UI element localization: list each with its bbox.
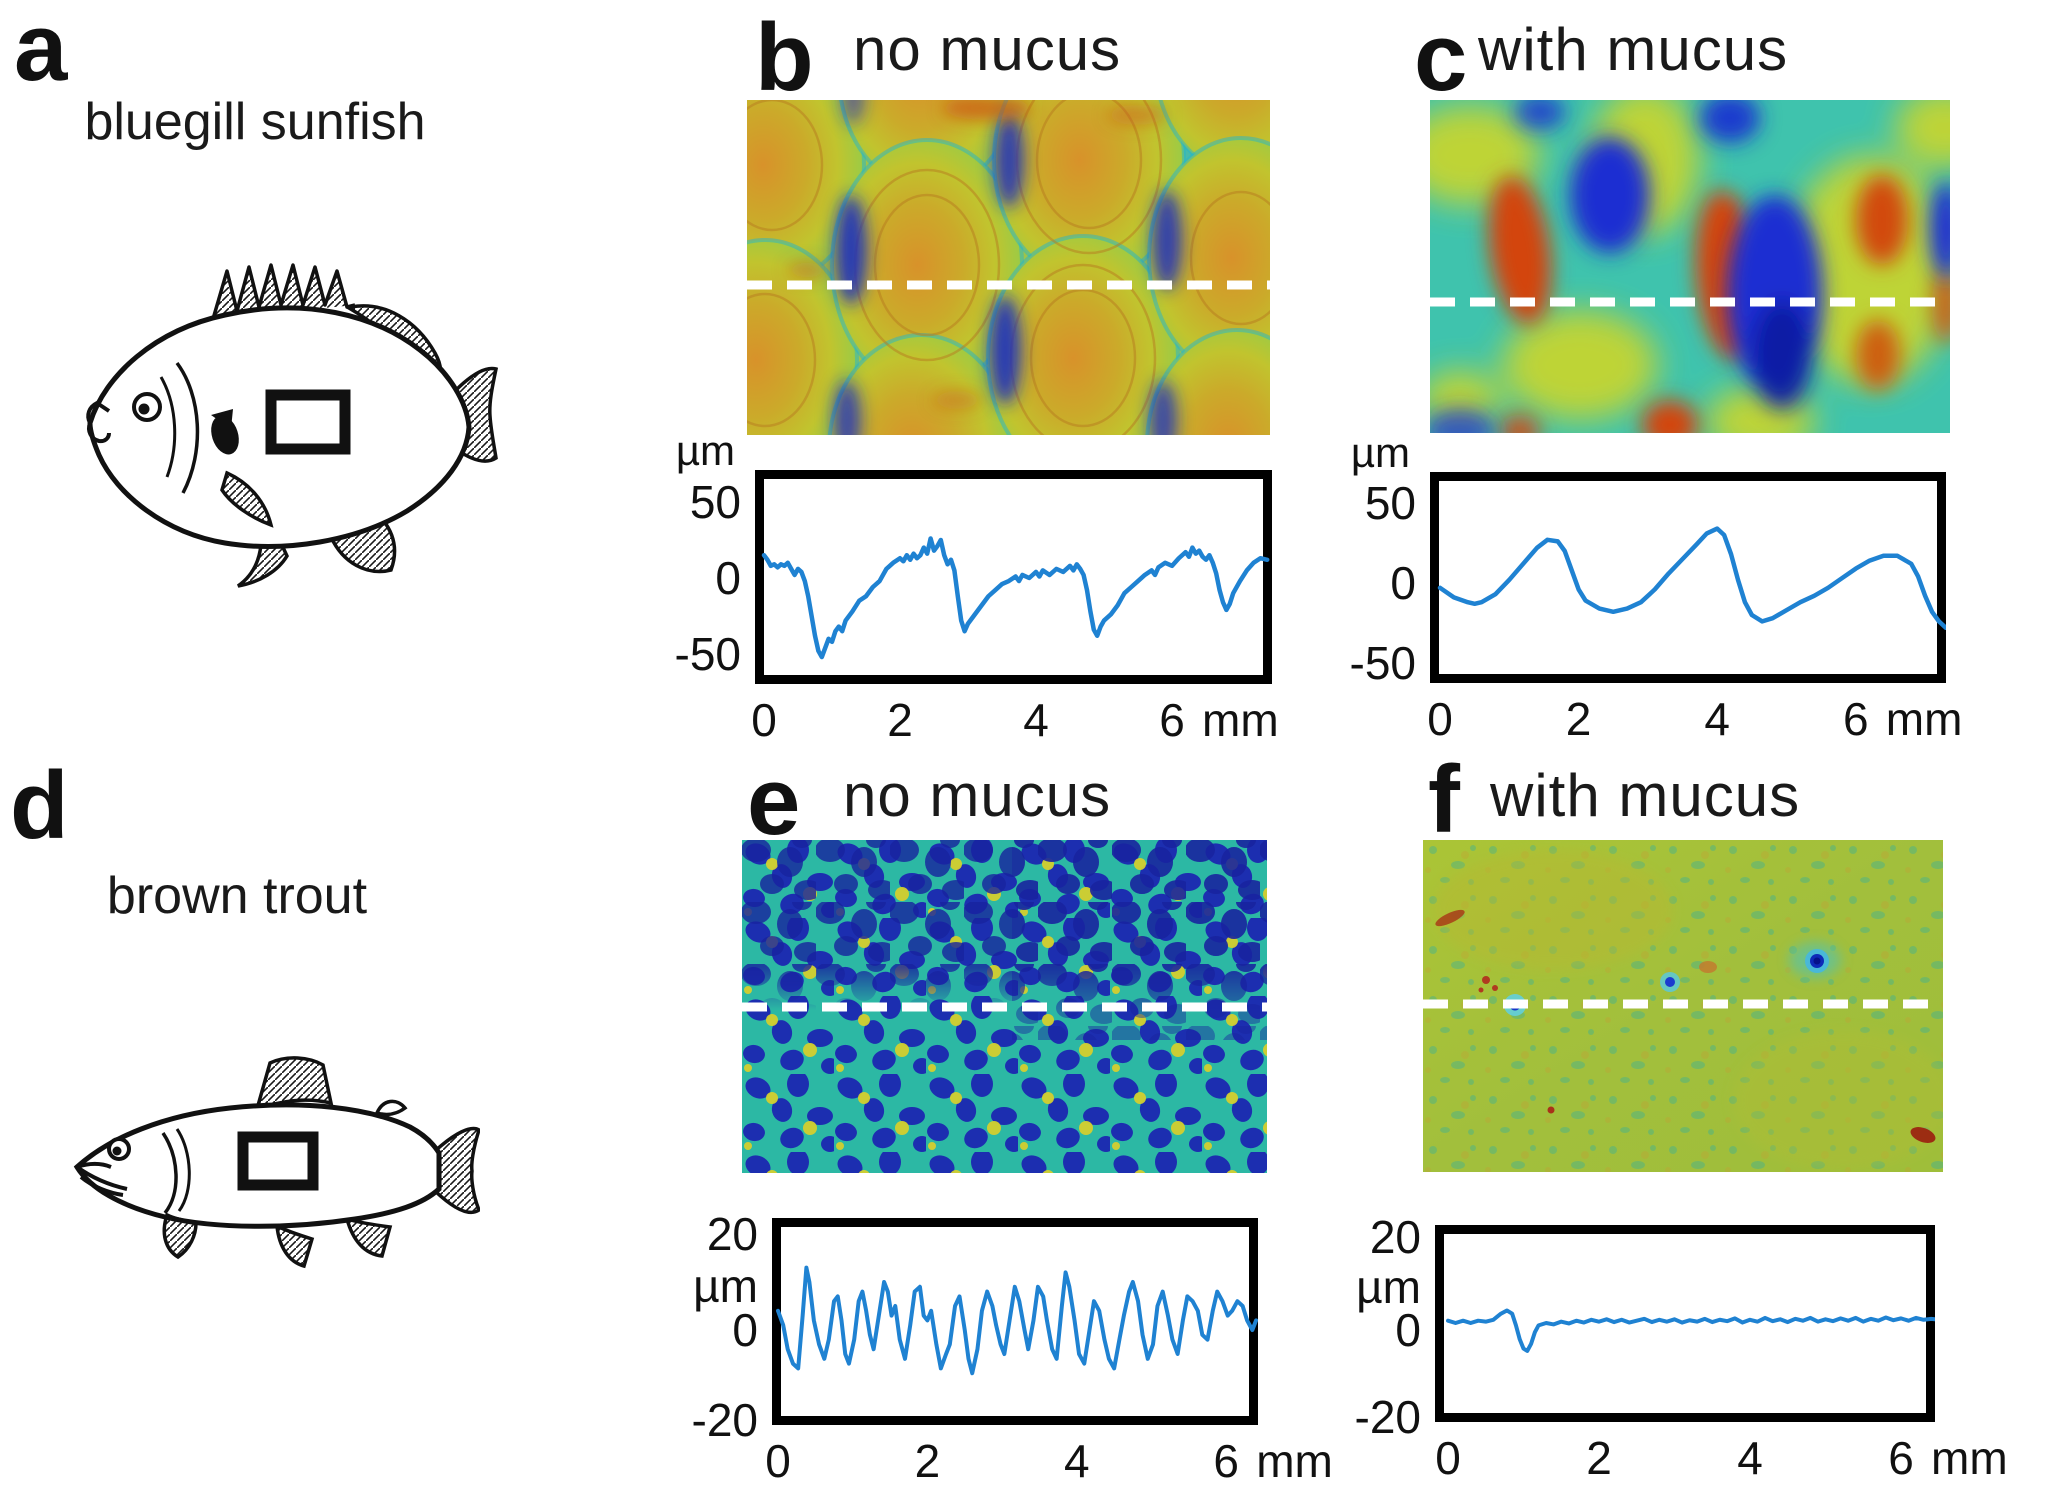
x-tick-label: 0 [765, 1435, 791, 1487]
y-axis-unit: µm [675, 427, 735, 474]
panel-letter-d: d [10, 752, 69, 859]
adipose-fin [374, 1099, 408, 1117]
trout-body [73, 1102, 442, 1229]
gill-arc-inner [175, 1128, 191, 1212]
x-tick-label: 6 [1159, 694, 1185, 746]
trout-mouth [75, 1162, 128, 1197]
y-tick-label: 20 [1369, 1211, 1421, 1263]
pelvic-fin-trout [274, 1223, 315, 1269]
profile-plot-svg [772, 1218, 1259, 1425]
dorsal-fin [254, 1056, 334, 1112]
ear-spot [211, 415, 239, 455]
profile-plot-bluegill-with-mucus [1430, 472, 1949, 683]
panel-letter-a: a [14, 0, 68, 101]
mouth [86, 400, 111, 444]
y-tick-label: 50 [689, 476, 741, 528]
x-axis-unit: mm [1256, 1435, 1333, 1487]
panel-title-e: no mucus [843, 762, 1112, 829]
x-tick-label: 4 [1704, 693, 1730, 745]
height-map-bluegill-with-mucus [1430, 100, 1950, 433]
x-tick-label: 6 [1888, 1432, 1914, 1484]
x-tick-label: 2 [887, 694, 913, 746]
pectoral-fin [220, 470, 274, 528]
x-tick-label: 2 [1586, 1432, 1612, 1484]
height-profile-line [761, 536, 1270, 660]
species-label-bluegill: bluegill sunfish [84, 93, 426, 151]
x-axis-unit: mm [1931, 1432, 2008, 1484]
x-tick-label: 0 [751, 694, 777, 746]
height-profile-line [1437, 526, 1949, 631]
profile-plot-svg [1430, 472, 1949, 683]
height-profile-line [1446, 1308, 1937, 1353]
y-axis-unit: µm [1356, 1261, 1421, 1314]
y-tick-label: 0 [1395, 1304, 1421, 1356]
panel-title-c: with mucus [1478, 16, 1789, 83]
y-tick-label: -50 [1349, 637, 1416, 689]
panel-letter-c: c [1414, 4, 1468, 111]
gill-cover-inner [159, 376, 177, 478]
caudal-fin-trout [433, 1126, 480, 1215]
x-tick-label: 6 [1843, 693, 1869, 745]
y-tick-label: 50 [1364, 477, 1416, 529]
height-map-trout-no-mucus [742, 840, 1267, 1173]
x-tick-label: 4 [1064, 1435, 1090, 1487]
y-tick-label: 0 [715, 552, 741, 604]
anal-fin-trout [344, 1216, 393, 1258]
panel-letter-b: b [755, 4, 814, 111]
panel-letter-e: e [747, 748, 801, 855]
species-label-trout: brown trout [106, 867, 368, 925]
gill-cover [175, 361, 200, 494]
x-tick-label: 0 [1427, 693, 1453, 745]
y-axis-unit: µm [1350, 429, 1410, 476]
profile-plot-bluegill-no-mucus [755, 470, 1272, 684]
y-tick-label: -20 [1354, 1390, 1421, 1443]
bluegill-sunfish-illustration [86, 263, 499, 588]
mucus-blue-blobs [1430, 100, 1950, 433]
pelvic-fin [236, 541, 289, 588]
pectoral-fin-trout [162, 1212, 198, 1260]
scale-gaps [833, 100, 1182, 435]
profile-plot-trout-no-mucus [772, 1218, 1259, 1425]
y-tick-label: -50 [674, 628, 741, 680]
fish-body [87, 305, 472, 549]
panel-title-b: no mucus [853, 16, 1122, 83]
height-map-bluegill-no-mucus [747, 100, 1270, 435]
roi-rectangle-trout [237, 1131, 319, 1191]
profile-plot-svg [1435, 1225, 1937, 1422]
gill-arc [161, 1132, 178, 1215]
x-tick-label: 4 [1023, 694, 1049, 746]
x-tick-label: 2 [1565, 693, 1592, 745]
dorsal-spines [211, 263, 356, 320]
mucus-yellow-patches [1430, 100, 1950, 433]
trout-pupil [112, 1146, 122, 1156]
height-map-trout-with-mucus [1423, 840, 1943, 1172]
x-axis-unit: mm [1202, 694, 1279, 746]
panel-letter-f: f [1428, 746, 1460, 853]
x-axis-unit: mm [1885, 693, 1963, 745]
y-tick-label: 20 [706, 1208, 758, 1260]
x-tick-label: 4 [1737, 1432, 1763, 1484]
pupil [138, 403, 150, 415]
x-tick-label: 0 [1435, 1432, 1461, 1484]
y-tick-label: 0 [1390, 557, 1416, 609]
y-axis-unit: µm [693, 1259, 758, 1312]
brown-trout-illustration [73, 1056, 480, 1269]
panel-title-f: with mucus [1490, 762, 1801, 829]
x-tick-label: 6 [1213, 1435, 1239, 1487]
x-tick-label: 2 [914, 1435, 941, 1487]
y-tick-label: -20 [691, 1393, 758, 1446]
y-tick-label: 0 [732, 1304, 758, 1356]
profile-plot-trout-with-mucus [1435, 1225, 1937, 1422]
roi-rectangle [265, 389, 351, 455]
hot-spots [787, 100, 1167, 409]
profile-plot-svg [755, 470, 1272, 684]
height-profile-line [776, 1265, 1259, 1376]
